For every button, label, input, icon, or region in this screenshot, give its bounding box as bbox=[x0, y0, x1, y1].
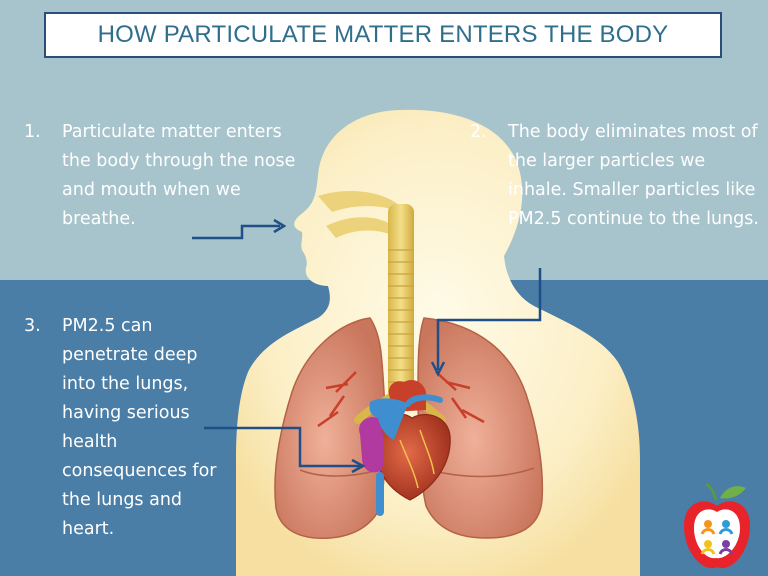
step-1-number: 1. bbox=[24, 122, 41, 142]
step-1-text: Particulate matter enters the body throu… bbox=[62, 122, 296, 229]
apple-logo-icon bbox=[684, 482, 750, 569]
arrow-step-3 bbox=[204, 426, 366, 474]
lungs bbox=[274, 317, 544, 539]
step-3-text: PM2.5 can penetrate deep into the lungs,… bbox=[62, 316, 217, 539]
step-2-number: 2. bbox=[470, 122, 487, 142]
page-title: HOW PARTICULATE MATTER ENTERS THE BODY bbox=[97, 21, 669, 48]
title-box: HOW PARTICULATE MATTER ENTERS THE BODY bbox=[44, 12, 722, 58]
step-3-number: 3. bbox=[24, 316, 41, 336]
heart bbox=[359, 379, 451, 516]
step-2-text: The body eliminates most of the larger p… bbox=[508, 122, 759, 229]
arrow-step-2 bbox=[430, 268, 542, 377]
arrow-step-1 bbox=[192, 218, 287, 240]
